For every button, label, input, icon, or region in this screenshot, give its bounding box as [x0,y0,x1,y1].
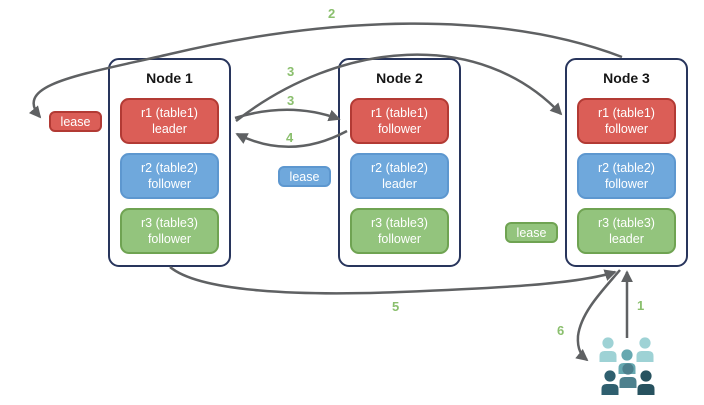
node-2-replica-r3: r3 (table3) follower [350,208,449,254]
node-1-replica-r2: r2 (table2) follower [120,153,219,199]
users-group-icon [599,337,655,395]
replica-label: r1 (table1) [598,105,655,120]
replica-label: r3 (table3) [371,215,428,230]
node-1-replica-r3: r3 (table3) follower [120,208,219,254]
replica-label: r2 (table2) [598,160,655,175]
replica-role: leader [609,232,644,246]
node-3-box: Node 3 r1 (table1) follower r2 (table2) … [565,58,688,267]
node-3-replica-r3: r3 (table3) leader [577,208,676,254]
replica-label: r3 (table3) [141,215,198,230]
step-label-3-upper: 3 [287,64,295,79]
step-label-5: 5 [392,299,400,314]
step-label-3-lower: 3 [287,93,295,108]
node-1-box: Node 1 r1 (table1) leader r2 (table2) fo… [108,58,231,267]
replica-role: follower [604,177,649,191]
node-2-replica-r2: r2 (table2) leader [350,153,449,199]
lease-badge-table1: lease [49,111,102,132]
replica-label: r1 (table1) [141,105,198,120]
replica-role: follower [604,122,649,136]
replica-label: r2 (table2) [141,160,198,175]
node-2-replica-r1: r1 (table1) follower [350,98,449,144]
arrow-step-5 [169,266,617,295]
lease-badge-table2: lease [278,166,331,187]
node-2-box: Node 2 r1 (table1) follower r2 (table2) … [338,58,461,267]
replica-label: r3 (table3) [598,215,655,230]
arrow-step-3-to-node2 [234,108,341,122]
replica-role: leader [382,177,417,191]
node-3-replica-r2: r2 (table2) follower [577,153,676,199]
step-label-2: 2 [328,6,336,21]
step-label-6: 6 [557,323,565,338]
node-1-title: Node 1 [146,70,193,86]
replica-role: leader [152,122,187,136]
replica-label: r1 (table1) [371,105,428,120]
replica-role: follower [377,232,422,246]
replica-role: follower [377,122,422,136]
node-3-replica-r1: r1 (table1) follower [577,98,676,144]
node-2-title: Node 2 [376,70,423,86]
step-label-4: 4 [286,130,294,145]
lease-badge-table3: lease [505,222,558,243]
replica-role: follower [147,177,192,191]
replica-role: follower [147,232,192,246]
node-1-replica-r1: r1 (table1) leader [120,98,219,144]
node-3-title: Node 3 [603,70,650,86]
replica-label: r2 (table2) [371,160,428,175]
step-label-1: 1 [637,298,645,313]
arrow-step-6 [575,269,621,362]
